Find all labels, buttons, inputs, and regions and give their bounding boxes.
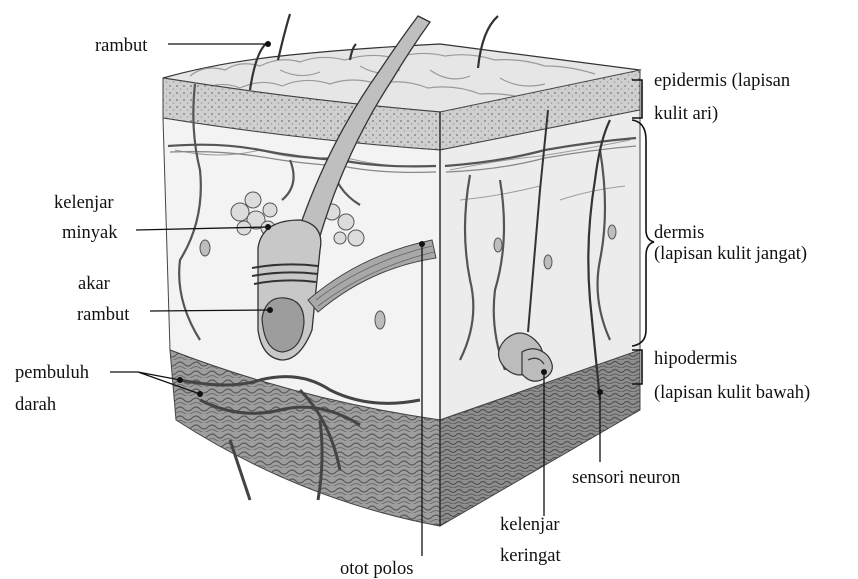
label-dermis-2: (lapisan kulit jangat) [654, 244, 807, 264]
label-kelenjar-keringat-1: kelenjar [500, 515, 560, 535]
label-kelenjar-keringat-2: keringat [500, 546, 561, 566]
label-sensori-neuron: sensori neuron [572, 468, 680, 488]
label-epidermis-2: kulit ari) [654, 104, 718, 124]
hair-root-bulb [262, 298, 304, 352]
label-kelenjar-minyak-2: minyak [62, 223, 118, 243]
label-akar-rambut-1: akar [78, 274, 110, 294]
label-pembuluh-darah-2: darah [15, 395, 56, 415]
label-akar-rambut-2: rambut [77, 305, 130, 325]
label-otot-polos: otot polos [340, 559, 414, 579]
label-hipodermis-1: hipodermis [654, 349, 737, 369]
label-hipodermis-2: (lapisan kulit bawah) [654, 383, 810, 403]
label-kelenjar-minyak-1: kelenjar [54, 193, 114, 213]
label-epidermis-1: epidermis (lapisan [654, 71, 790, 91]
label-dermis-1: dermis [654, 223, 704, 243]
label-pembuluh-darah-1: pembuluh [15, 363, 89, 383]
label-rambut: rambut [95, 36, 148, 56]
